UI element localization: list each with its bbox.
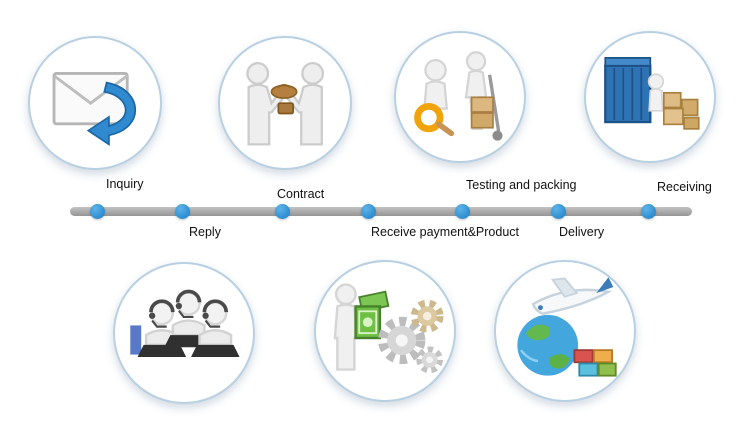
box-icon: [470, 96, 494, 113]
step-illustration-delivery: [494, 260, 636, 402]
box-icon: [680, 98, 699, 116]
cargo-container-icon: [593, 349, 614, 364]
timeline-dot-payment: [361, 204, 376, 219]
briefcase-icon: [277, 102, 294, 115]
customer-service-team-icon: [130, 289, 242, 360]
box-icon: [682, 116, 700, 130]
step-label-contract: Contract: [277, 187, 325, 201]
container-receiving-icon: [603, 56, 700, 130]
contract-handshake-icon: [246, 61, 324, 146]
reply-arrow-icon: [86, 81, 136, 146]
monitor-icon: [130, 325, 142, 355]
timeline-dot-delivery: [551, 204, 566, 219]
step-illustration-inquiry: [28, 36, 162, 170]
step-label-inquiry: Inquiry: [106, 177, 144, 191]
box-icon: [470, 111, 494, 129]
timeline-dot-contract: [275, 204, 290, 219]
step-illustration-contract: [218, 36, 352, 170]
email-inquiry-icon: [52, 71, 136, 146]
gear-icon: [416, 346, 444, 374]
step-label-reply: Reply: [189, 225, 221, 239]
box-icon: [662, 91, 682, 108]
timeline-bar: [70, 207, 692, 216]
box-icon: [662, 107, 684, 125]
cargo-container-icon: [598, 362, 617, 377]
timeline-dot-testing: [455, 204, 470, 219]
cargo-container-icon: [573, 349, 594, 364]
step-illustration-receiving: [584, 31, 716, 163]
shipping-container-icon: [603, 64, 652, 123]
timeline-dot-inquiry: [90, 204, 105, 219]
step-illustration-payment: [314, 260, 456, 402]
cargo-container-icon: [578, 362, 599, 377]
step-label-testing: Testing and packing: [466, 178, 577, 192]
air-delivery-icon: [517, 277, 617, 377]
timeline-dot-receiving: [641, 204, 656, 219]
step-illustration-testing: [394, 31, 526, 163]
magnifier-icon: [413, 102, 444, 132]
goods-icon: [270, 84, 298, 99]
hand-truck-icon: [487, 74, 500, 132]
step-label-payment: Receive payment&Product: [371, 225, 519, 239]
step-illustration-reply: [113, 262, 255, 404]
globe-icon: [517, 315, 579, 376]
step-label-receiving: Receiving: [657, 180, 712, 194]
timeline-dot-reply: [175, 204, 190, 219]
step-label-delivery: Delivery: [559, 225, 605, 239]
payment-product-icon: [333, 283, 444, 374]
gear-icon: [378, 317, 426, 365]
testing-packing-icon: [413, 50, 503, 141]
